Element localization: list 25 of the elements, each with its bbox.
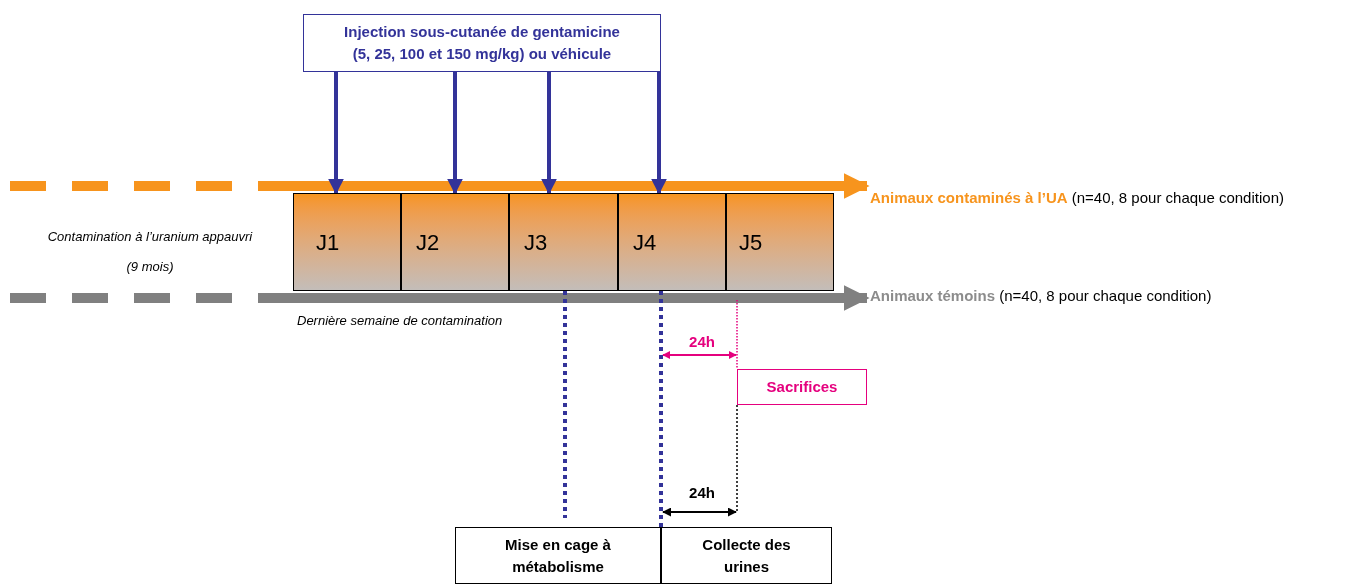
- dotted-line: [659, 291, 663, 527]
- group-label: Animaux témoins (n=40, 8 pour chaque condition): [870, 284, 1350, 308]
- dotted-line: [736, 404, 738, 513]
- day-cell: J1: [293, 193, 401, 291]
- caption-text: Contamination à l’uranium appauvri (9 mois): [46, 228, 254, 276]
- duration-label: 24h: [688, 332, 716, 352]
- caption-text: Dernière semaine de contamination: [297, 312, 503, 330]
- arrow: [651, 72, 667, 195]
- arrow: [10, 285, 870, 311]
- arrow: [328, 72, 344, 195]
- arrow: [541, 72, 557, 195]
- group-label: Animaux contaminés à l’UA (n=40, 8 pour chaque condition): [870, 186, 1350, 210]
- day-cell: J3: [509, 193, 618, 291]
- day-cell: J4: [618, 193, 726, 291]
- step-box: Collecte des urines: [661, 527, 832, 584]
- event-box: Sacrifices: [737, 369, 867, 405]
- dotted-line: [736, 299, 738, 370]
- duration-label: 24h: [688, 483, 716, 503]
- treatment-box: Injection sous-cutanée de gentamicine (5, 25, 100 et 150 mg/kg) ou véhicule: [303, 14, 661, 72]
- dotted-line: [563, 291, 567, 518]
- step-box: Mise en cage à métabolisme: [455, 527, 661, 584]
- day-cell: J2: [401, 193, 509, 291]
- arrow: [447, 72, 463, 195]
- day-cell: J5: [726, 193, 834, 291]
- arrow: [10, 173, 870, 199]
